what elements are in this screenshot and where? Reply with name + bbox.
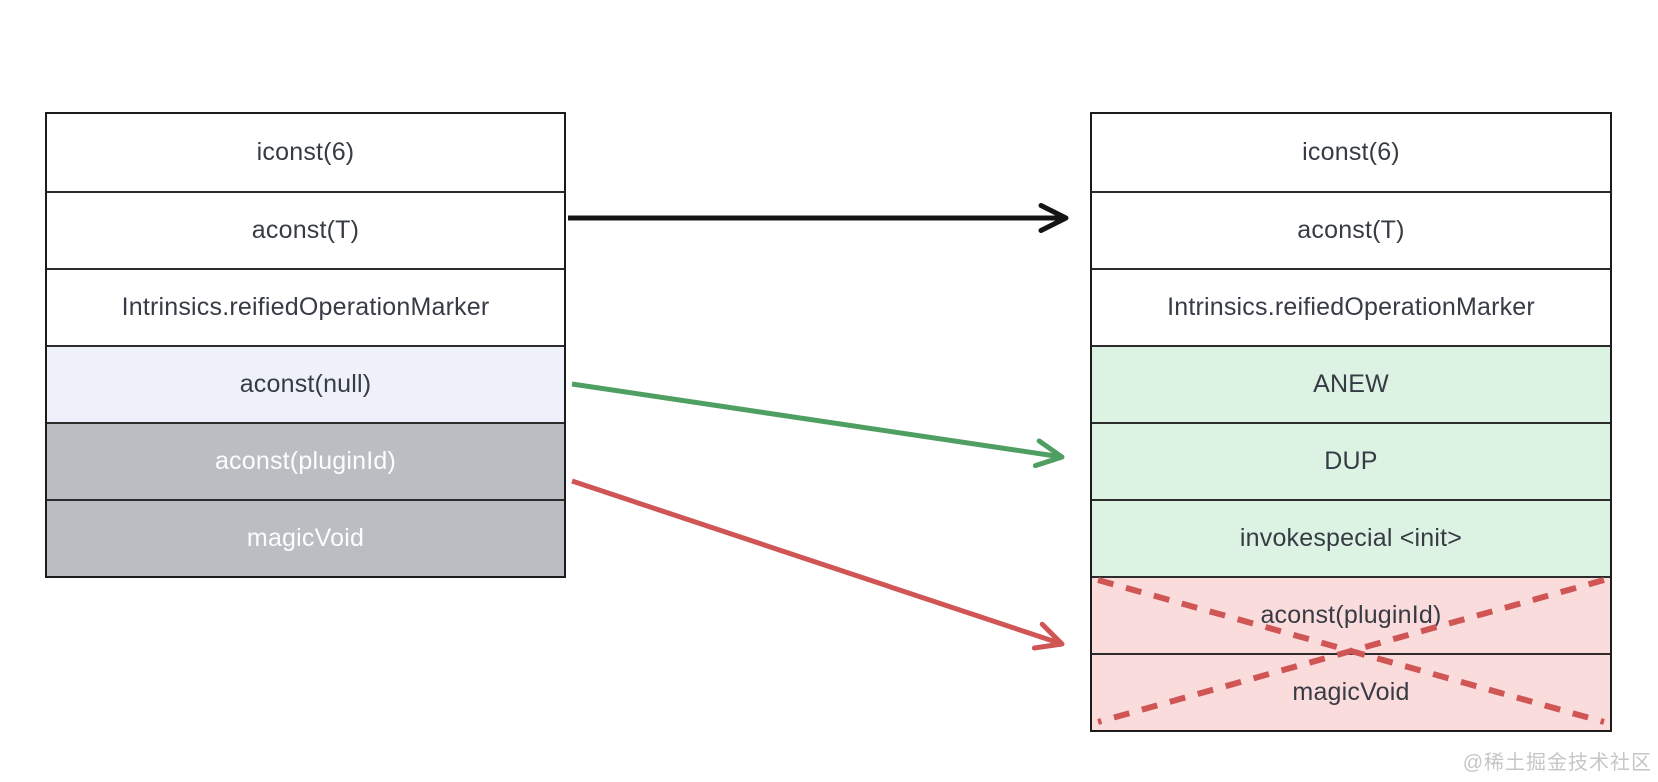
stack-row: iconst(6) <box>1092 114 1610 191</box>
stack-row-highlighted: aconst(null) <box>47 345 564 422</box>
instruction-label: aconst(null) <box>239 370 372 398</box>
right-instruction-stack: iconst(6) aconst(T) Intrinsics.reifiedOp… <box>1090 112 1612 732</box>
stack-row-removed: magicVoid <box>1092 653 1610 730</box>
stack-row-to-remove: magicVoid <box>47 499 564 576</box>
instruction-label: magicVoid <box>1292 678 1410 706</box>
instruction-label: Intrinsics.reifiedOperationMarker <box>121 293 490 321</box>
stack-row: aconst(T) <box>1092 191 1610 268</box>
instruction-label: aconst(pluginId) <box>1260 601 1442 629</box>
instruction-label: Intrinsics.reifiedOperationMarker <box>1167 293 1535 321</box>
stack-row-to-remove: aconst(pluginId) <box>47 422 564 499</box>
left-instruction-stack: iconst(6) aconst(T) Intrinsics.reifiedOp… <box>45 112 566 578</box>
stack-row: Intrinsics.reifiedOperationMarker <box>47 268 564 345</box>
instruction-label: aconst(T) <box>1297 216 1405 244</box>
instruction-label: iconst(6) <box>256 138 355 166</box>
stack-row-added: invokespecial <init> <box>1092 499 1610 576</box>
stack-row: Intrinsics.reifiedOperationMarker <box>1092 268 1610 345</box>
instruction-label: ANEW <box>1313 370 1389 398</box>
instruction-label: invokespecial <init> <box>1239 524 1463 552</box>
stack-row: aconst(T) <box>47 191 564 268</box>
instruction-label: aconst(pluginId) <box>214 447 397 475</box>
stack-row-added: DUP <box>1092 422 1610 499</box>
instruction-label: aconst(T) <box>251 216 360 244</box>
instruction-label: DUP <box>1324 447 1378 475</box>
stack-row: iconst(6) <box>47 114 564 191</box>
stack-row-added: ANEW <box>1092 345 1610 422</box>
replacement-mapping-arrow <box>571 381 1065 469</box>
instruction-label: magicVoid <box>246 524 365 552</box>
watermark: @稀土掘金技术社区 <box>1462 752 1652 774</box>
stack-row-removed: aconst(pluginId) <box>1092 576 1610 653</box>
instruction-label: iconst(6) <box>1302 138 1400 166</box>
removal-mapping-arrow <box>571 478 1065 651</box>
